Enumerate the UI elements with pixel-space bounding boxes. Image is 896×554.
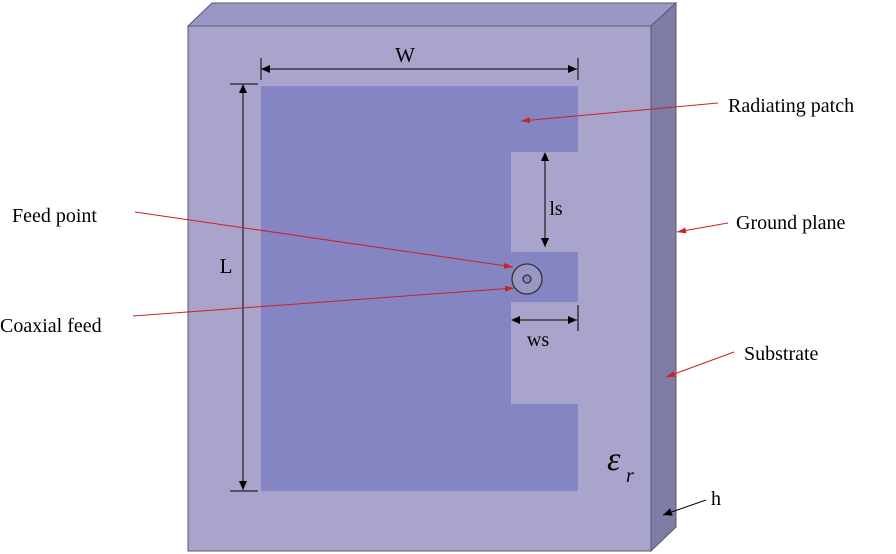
callout-substrate-label: Substrate	[744, 343, 819, 365]
callout-radiating-patch-label: Radiating patch	[728, 95, 854, 117]
slot-width-dimension: ws	[511, 305, 579, 351]
slot-width-label: ws	[527, 329, 549, 351]
permittivity-symbol: ε	[607, 441, 621, 478]
height-arrow	[662, 499, 707, 516]
coaxial-feed-point	[511, 263, 543, 295]
callout-ground-plane-arrow	[676, 222, 729, 234]
callout-radiating-patch-arrow	[520, 102, 719, 124]
permittivity-subscript: r	[626, 465, 634, 487]
height-label: h	[711, 488, 721, 510]
callout-coaxial-feed-label: Coaxial feed	[0, 315, 102, 337]
feed-point-inner-ring	[522, 274, 532, 284]
slot-length-dimension: ls	[541, 152, 563, 247]
radiating-patch	[261, 86, 578, 491]
callout-radiating-patch: Radiating patch	[520, 95, 854, 124]
callout-feed-point-arrow	[134, 211, 514, 269]
callout-substrate: Substrate	[665, 343, 819, 378]
substrate-top-face	[186, 2, 678, 27]
callout-coaxial-feed-arrow	[132, 285, 515, 317]
callout-substrate-arrow	[665, 351, 735, 378]
callout-feed-point: Feed point	[12, 205, 514, 269]
callout-ground-plane: Ground plane	[676, 212, 846, 234]
substrate-side-face	[650, 1, 677, 553]
width-label: W	[395, 43, 415, 67]
callout-feed-point-label: Feed point	[12, 205, 97, 227]
length-dimension: L	[220, 83, 258, 492]
width-dimension: W	[260, 43, 579, 80]
length-label: L	[220, 254, 233, 278]
height-callout: h	[662, 488, 721, 516]
callout-ground-plane-label: Ground plane	[736, 212, 846, 234]
slot-length-label: ls	[549, 198, 563, 220]
permittivity-label: ε r	[607, 441, 634, 487]
callout-coaxial-feed: Coaxial feed	[0, 285, 515, 337]
